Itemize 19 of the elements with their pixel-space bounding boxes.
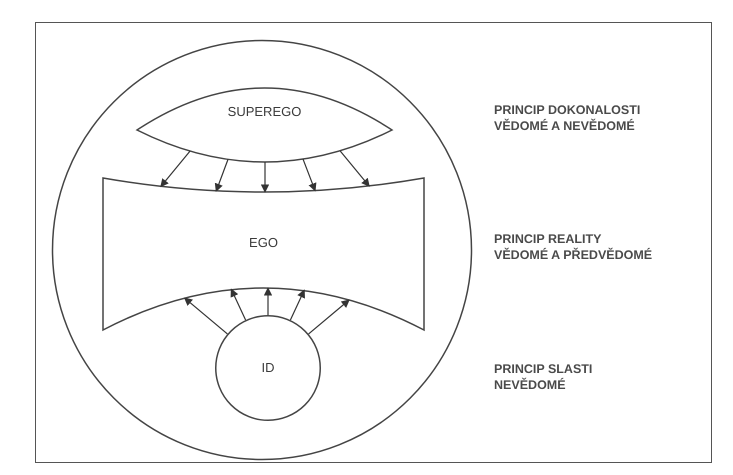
principle-label: PRINCIP DOKONALOSTI	[494, 102, 640, 118]
arrow	[302, 158, 316, 192]
principle-label: PRINCIP SLASTI	[494, 361, 592, 377]
shape-label: ID	[260, 360, 276, 376]
arrow	[214, 159, 229, 192]
principle-label: VĚDOMÉ A NEVĚDOMÉ	[494, 118, 635, 134]
arrow	[160, 150, 190, 188]
arrow	[260, 162, 270, 193]
arrow	[308, 299, 350, 334]
arrow	[264, 287, 272, 315]
arrow	[290, 289, 305, 320]
arrow	[340, 150, 370, 187]
principle-label: PRINCIP REALITY	[494, 231, 602, 247]
arrow	[230, 288, 246, 320]
principle-label: VĚDOMÉ A PŘEDVĚDOMÉ	[494, 247, 652, 263]
arrow	[184, 297, 228, 334]
shape-label: SUPEREGO	[226, 104, 302, 120]
shape-label: EGO	[248, 235, 279, 251]
principle-label: NEVĚDOMÉ	[494, 377, 566, 393]
